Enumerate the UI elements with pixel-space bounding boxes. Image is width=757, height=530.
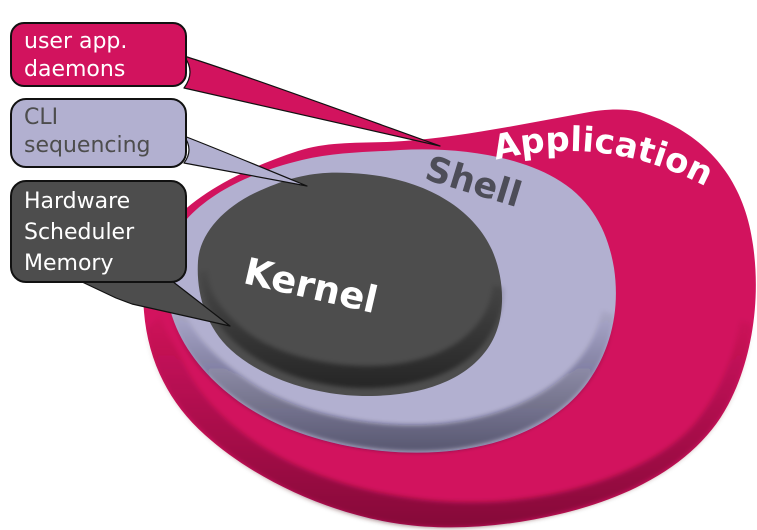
callout-tail-application: [183, 55, 441, 147]
callout-cli-sequencing: CLI sequencing: [10, 98, 187, 168]
callout-user-app-daemons: user app. daemons: [10, 22, 187, 87]
callout-line: Memory: [24, 251, 114, 276]
application-layer-side-shade: [146, 316, 752, 528]
kernel-layer-side-shade: [199, 270, 504, 389]
callout-line: daemons: [24, 57, 126, 82]
callout-line: CLI: [24, 105, 59, 130]
callout-tail-shell: [183, 135, 308, 187]
callout-line: sequencing: [24, 133, 151, 158]
callout-line: Hardware: [24, 189, 131, 214]
callout-hardware-scheduler-memory: Hardware Scheduler Memory: [10, 180, 187, 283]
callout-line: user app.: [24, 29, 128, 54]
callout-line: Scheduler: [24, 220, 135, 245]
shell-layer-side-shade: [170, 303, 614, 452]
kernel-layer-disk: [197, 172, 503, 397]
